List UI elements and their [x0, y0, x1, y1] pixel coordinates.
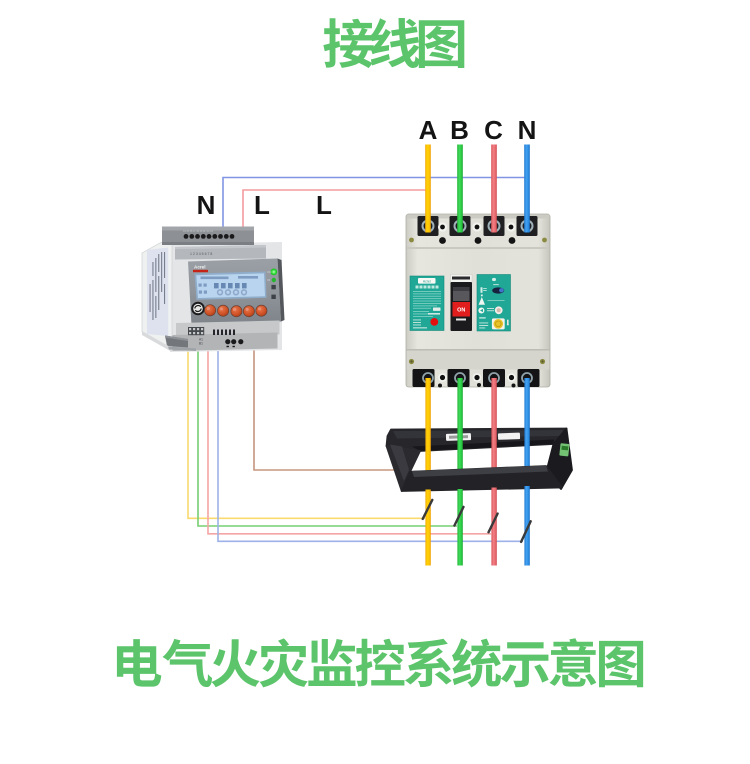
svg-text:B1: B1	[199, 342, 203, 346]
svg-text:A1: A1	[199, 338, 203, 342]
svg-text:ON: ON	[457, 308, 465, 314]
svg-text:34 35 36 37 38 39 4F 4C 41: 34 35 36 37 38 39 4F 4C 41	[183, 230, 213, 233]
svg-text:C: C	[484, 115, 503, 145]
svg-text:1 2 3 4 5 6 7 8: 1 2 3 4 5 6 7 8	[190, 252, 212, 256]
svg-text:Acrel: Acrel	[423, 279, 431, 283]
svg-text:L: L	[254, 190, 270, 220]
svg-text:DO: DO	[268, 270, 272, 274]
svg-text:N: N	[197, 190, 216, 220]
svg-text:Acrel: Acrel	[194, 265, 206, 270]
svg-text:B: B	[450, 115, 469, 145]
svg-text:A: A	[419, 115, 438, 145]
svg-text:L: L	[316, 190, 332, 220]
svg-text:DI: DI	[268, 278, 271, 282]
svg-text:N: N	[518, 115, 537, 145]
